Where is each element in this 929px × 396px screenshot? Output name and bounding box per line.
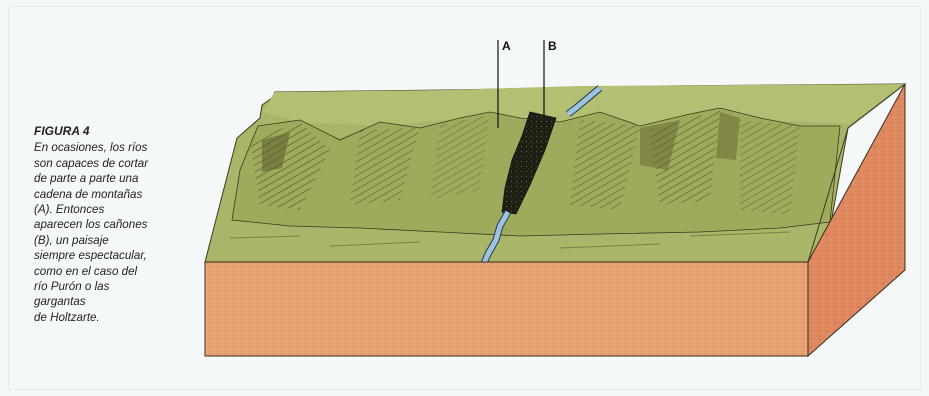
rock-front-face bbox=[205, 262, 808, 356]
label-b: B bbox=[548, 39, 557, 53]
label-a: A bbox=[502, 39, 511, 53]
